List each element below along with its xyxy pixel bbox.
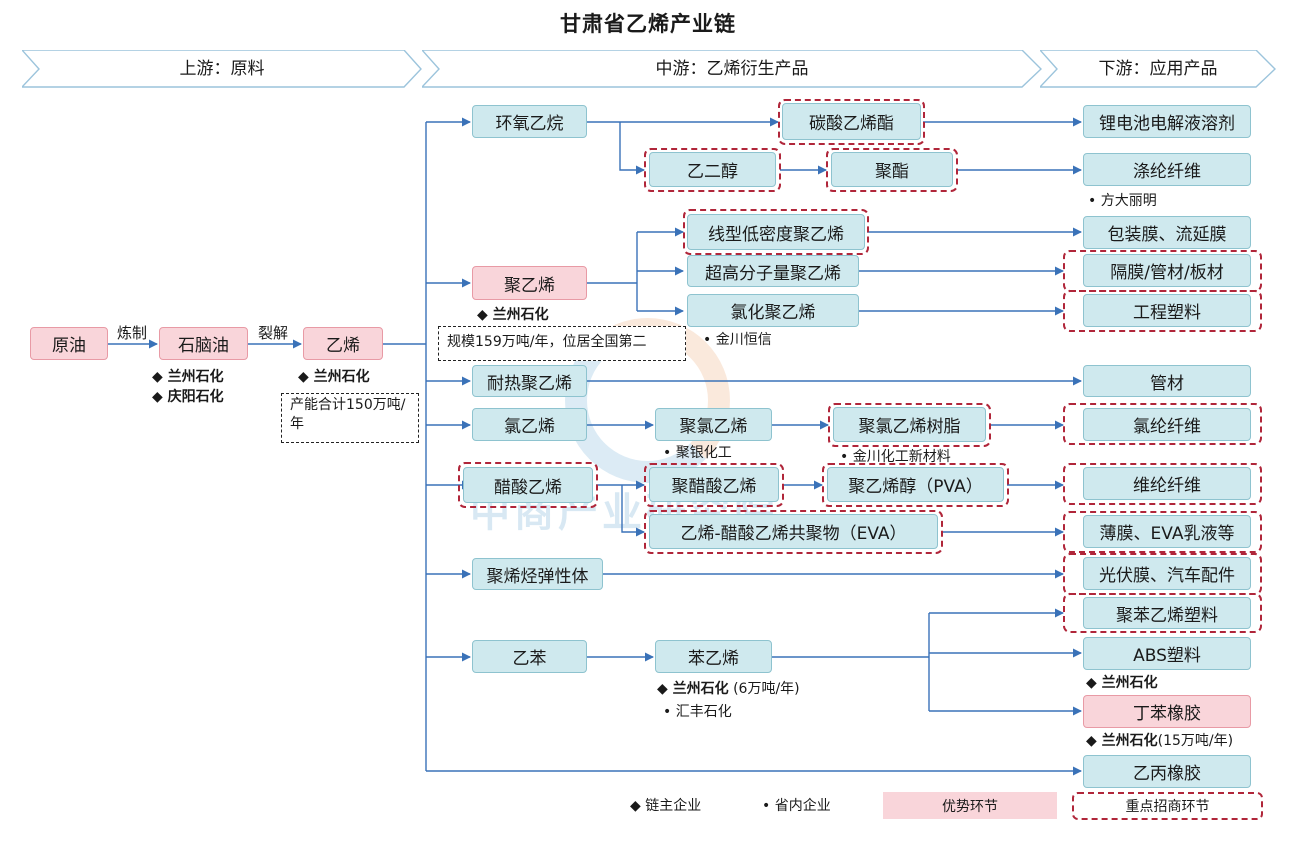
node-eo: 环氧乙烷 <box>472 105 587 138</box>
note-naphtha-qingyang: ◆ 庆阳石化 <box>152 389 224 405</box>
band-upstream-label: 上游：原料 <box>179 59 265 79</box>
node-naphtha: 石脑油 <box>159 327 248 360</box>
edge-label-cracking: 裂解 <box>258 324 289 342</box>
key-ring-pvc-resin <box>828 403 991 447</box>
node-pe: 聚乙烯 <box>472 266 587 300</box>
key-ring-ps <box>1063 593 1262 633</box>
key-ring-pva <box>822 463 1009 507</box>
node-ec: 碳酸乙烯酯 <box>782 103 921 140</box>
key-ring-vinylon <box>1063 463 1262 505</box>
node-ethylene: 乙烯 <box>303 327 383 360</box>
node-pert: 耐热聚乙烯 <box>472 365 587 397</box>
node-epr: 乙丙橡胶 <box>1083 755 1251 788</box>
note-pe-lanzhou: ◆ 兰州石化 <box>477 307 549 323</box>
page-title: 甘肃省乙烯产业链 <box>560 12 736 36</box>
node-vcm: 氯乙烯 <box>472 408 587 441</box>
node-separator: 隔膜/管材/板材 <box>1083 254 1251 287</box>
key-ring-eva <box>644 510 943 554</box>
key-ring-polyester <box>826 148 958 192</box>
node-pipe: 管材 <box>1083 365 1251 397</box>
node-polyester: 聚酯 <box>831 152 953 187</box>
node-poe: 聚烯烃弹性体 <box>472 558 603 590</box>
legend-advantage: 优势环节 <box>883 792 1057 819</box>
node-pv: 光伏膜、汽车配件 <box>1083 557 1251 590</box>
node-sm: 苯乙烯 <box>655 640 772 673</box>
node-pvc-fiber: 氯纶纤维 <box>1083 408 1251 441</box>
node-pvc-resin: 聚氯乙烯树脂 <box>833 407 986 442</box>
node-sbr: 丁苯橡胶 <box>1083 695 1251 728</box>
band-downstream: 下游：应用产品 <box>1040 50 1276 88</box>
node-polyester-fiber: 涤纶纤维 <box>1083 153 1251 186</box>
node-eng-plastic: 工程塑料 <box>1083 294 1251 327</box>
band-upstream: 上游：原料 <box>22 50 422 88</box>
node-eb: 乙苯 <box>472 640 587 673</box>
node-vac: 醋酸乙烯 <box>463 467 593 503</box>
note-ethylene-lanzhou: ◆ 兰州石化 <box>298 369 370 385</box>
node-vinylon: 维纶纤维 <box>1083 467 1251 500</box>
note-sm-huifeng: • 汇丰石化 <box>663 704 732 720</box>
band-midstream: 中游：乙烯衍生产品 <box>422 50 1042 88</box>
note-pvc-resin-company: • 金川化工新材料 <box>840 449 951 465</box>
note-abs-lanzhou: ◆ 兰州石化 <box>1086 675 1158 691</box>
key-ring-pvac <box>644 463 784 507</box>
band-midstream-label: 中游：乙烯衍生产品 <box>655 59 809 79</box>
key-ring-meg <box>644 148 781 192</box>
node-cpe: 氯化聚乙烯 <box>687 294 859 327</box>
band-downstream-label: 下游：应用产品 <box>1098 59 1218 79</box>
key-ring-pvc-fiber <box>1063 403 1262 445</box>
node-pack-film: 包装膜、流延膜 <box>1083 216 1251 249</box>
key-ring-vac <box>458 462 598 508</box>
node-eva: 乙烯-醋酸乙烯共聚物（EVA） <box>649 514 938 549</box>
key-ring-ec <box>778 99 925 145</box>
node-crude: 原油 <box>30 327 108 360</box>
node-pvac: 聚醋酸乙烯 <box>649 467 779 502</box>
edge-label-refining: 炼制 <box>117 324 148 342</box>
note-ethylene-capacity: 产能合计150万吨/年 <box>281 393 419 443</box>
node-uhmwpe: 超高分子量聚乙烯 <box>687 255 859 287</box>
node-film-eva: 薄膜、EVA乳液等 <box>1083 515 1251 548</box>
key-ring-lldpe <box>683 209 869 255</box>
node-abs: ABS塑料 <box>1083 637 1251 670</box>
note-naphtha-lanzhou: ◆ 兰州石化 <box>152 369 224 385</box>
legend-chain-leader: ◆ 链主企业 <box>630 798 702 814</box>
key-ring-film-eva <box>1063 511 1262 553</box>
note-pvc-company: • 聚银化工 <box>663 445 732 461</box>
note-cpe-company: • 金川恒信 <box>703 332 772 348</box>
node-lldpe: 线型低密度聚乙烯 <box>687 214 865 250</box>
note-polyester-fiber-company: • 方大丽明 <box>1088 193 1157 209</box>
node-meg: 乙二醇 <box>649 152 776 187</box>
key-ring-eng-plastic <box>1063 290 1262 332</box>
note-sm-lanzhou: ◆ 兰州石化 (6万吨/年) <box>657 681 800 697</box>
node-li-solvent: 锂电池电解液溶剂 <box>1083 105 1251 138</box>
legend-in-province: • 省内企业 <box>762 798 831 814</box>
node-pva: 聚乙烯醇（PVA） <box>827 467 1004 502</box>
node-ps: 聚苯乙烯塑料 <box>1083 597 1251 629</box>
node-pvc: 聚氯乙烯 <box>655 408 772 441</box>
legend-key-invest: 重点招商环节 <box>1072 792 1263 820</box>
note-sbr-lanzhou: ◆ 兰州石化(15万吨/年) <box>1086 733 1234 749</box>
note-pe-scale: 规模159万吨/年，位居全国第二 <box>438 326 686 361</box>
